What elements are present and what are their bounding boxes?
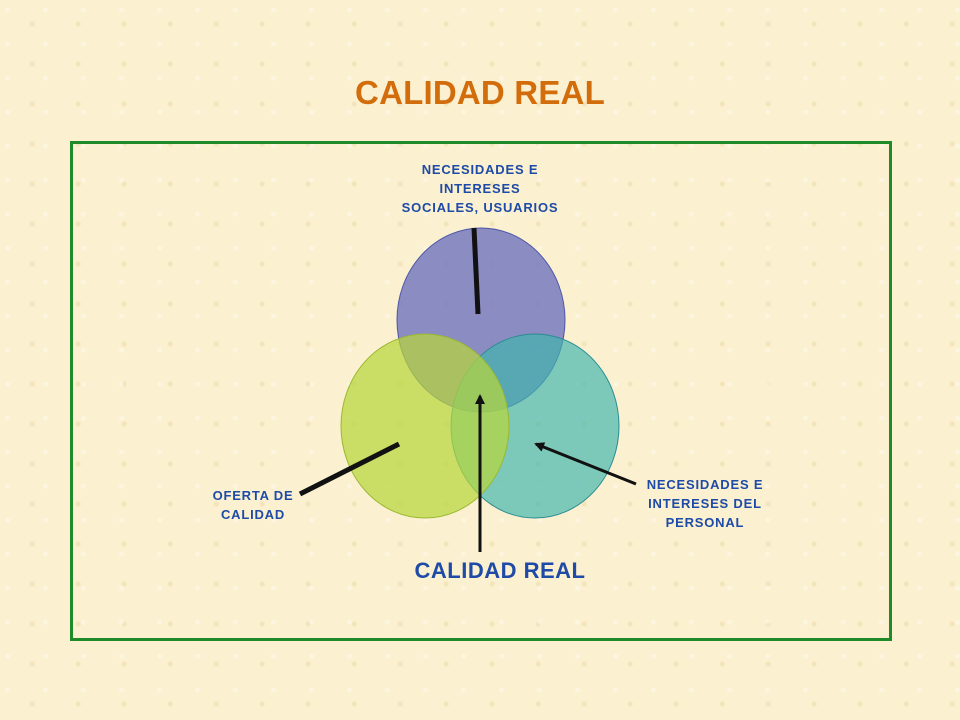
- label-line: INTERESES: [439, 181, 521, 196]
- label-line: OFERTA DE: [212, 488, 294, 503]
- label-necesidades-personal: NECESIDADES E INTERESES DEL PERSONAL: [605, 475, 805, 532]
- circle-left-oferta: [340, 333, 510, 519]
- label-line: NECESIDADES E: [421, 162, 539, 177]
- label-line: SOCIALES, USUARIOS: [401, 200, 559, 215]
- diagram-frame: [70, 141, 892, 641]
- label-oferta-calidad: OFERTA DE CALIDAD: [188, 486, 318, 524]
- label-line: CALIDAD: [220, 507, 286, 522]
- slide-title: CALIDAD REAL: [355, 74, 605, 111]
- right-pointer-arrow: [534, 442, 637, 486]
- label-line: PERSONAL: [665, 515, 745, 530]
- label-necesidades-usuarios: NECESIDADES E INTERESES SOCIALES, USUARI…: [380, 160, 580, 217]
- left-pointer-line: [298, 441, 401, 497]
- label-calidad-real: CALIDAD REAL: [414, 558, 586, 583]
- top-pointer-line: [471, 227, 481, 315]
- label-line: INTERESES DEL: [648, 496, 762, 511]
- label-line: NECESIDADES E: [646, 477, 764, 492]
